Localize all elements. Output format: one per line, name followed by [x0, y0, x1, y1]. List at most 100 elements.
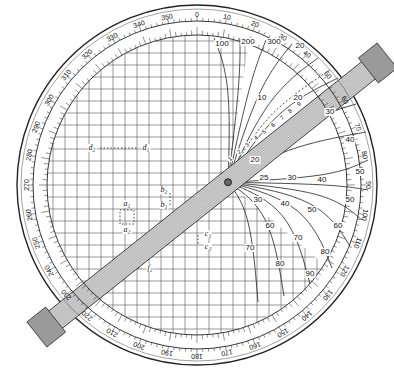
tick — [55, 272, 58, 274]
tick — [175, 32, 177, 36]
tick — [95, 300, 100, 306]
degree-number: 10 — [222, 12, 231, 20]
tick — [73, 273, 75, 275]
tick — [231, 345, 233, 348]
tick — [361, 179, 364, 180]
tick — [285, 306, 287, 308]
tick — [344, 112, 347, 113]
tick — [73, 95, 75, 97]
arm-hatching — [34, 51, 378, 325]
tick — [263, 320, 264, 323]
tick — [263, 47, 264, 50]
dotted-line — [100, 148, 137, 149]
tick — [156, 344, 158, 347]
tick — [134, 337, 135, 340]
degree-number: 280 — [24, 149, 33, 162]
tick — [242, 24, 244, 27]
tick — [342, 262, 345, 263]
tick — [258, 45, 259, 48]
tick — [276, 54, 278, 58]
scale-number: 8 — [286, 107, 294, 115]
scale-number: 1 — [226, 155, 234, 163]
tick — [119, 38, 120, 41]
tick — [208, 349, 209, 352]
degree-number: 260 — [24, 208, 33, 221]
tick — [145, 26, 147, 29]
tick — [47, 257, 50, 258]
tick — [95, 64, 100, 70]
tick — [82, 285, 85, 288]
tick — [311, 65, 313, 67]
tick — [65, 82, 67, 84]
grid-line — [0, 53, 394, 54]
arm-hatching — [36, 53, 380, 327]
tick — [156, 23, 158, 26]
tick — [124, 35, 125, 38]
tick — [55, 97, 58, 99]
degree-number: 20 — [251, 20, 261, 29]
tick — [57, 246, 60, 247]
grid-letter: c₁ — [204, 230, 212, 238]
scale-number: 7 — [278, 114, 286, 122]
degree-number: 320 — [80, 48, 93, 61]
tick — [70, 99, 72, 101]
grid-letter: d₁ — [142, 144, 151, 152]
curve-value: 40 — [280, 200, 291, 208]
degree-number: 130 — [322, 288, 335, 301]
tick — [91, 293, 93, 295]
tick — [343, 147, 346, 149]
tick — [111, 309, 113, 311]
tick — [43, 179, 47, 180]
curve-value: 30 — [325, 108, 336, 116]
tick — [243, 328, 244, 332]
tick — [330, 281, 332, 283]
tick — [326, 82, 328, 84]
tick — [272, 315, 276, 322]
tick — [330, 87, 332, 89]
tick — [43, 190, 47, 191]
degree-number: 240 — [43, 264, 55, 278]
curve-value: 90 — [305, 270, 316, 278]
tick — [238, 329, 240, 332]
tick — [332, 118, 335, 119]
curve-value: 25 — [259, 174, 270, 182]
degree-number: 80 — [361, 151, 369, 160]
tick — [315, 299, 317, 301]
tick — [242, 343, 244, 346]
tick — [319, 73, 321, 75]
degree-number: 70 — [353, 122, 362, 132]
tick — [30, 190, 33, 191]
tick — [94, 53, 96, 55]
dotted-box — [120, 210, 134, 224]
tick — [154, 329, 156, 332]
degree-number: 340 — [132, 19, 145, 30]
grid-line — [0, 65, 394, 66]
tick — [102, 63, 105, 67]
tick — [94, 314, 96, 316]
tick — [41, 158, 49, 159]
curve-value: 20 — [295, 42, 306, 50]
tick — [289, 63, 292, 67]
degree-number: 160 — [249, 340, 262, 351]
grid-letter: d₂ — [88, 144, 97, 152]
tick — [149, 328, 150, 332]
tick — [289, 303, 292, 307]
grid-letter: f₂ — [146, 264, 153, 272]
tick — [76, 83, 82, 88]
tick — [214, 348, 215, 351]
degree-number: 60 — [340, 94, 350, 104]
tick — [38, 235, 41, 237]
tick — [61, 112, 65, 114]
tick — [54, 127, 58, 129]
grid-line — [0, 257, 394, 258]
tick — [360, 202, 363, 203]
grid-line — [0, 269, 394, 270]
tick — [65, 286, 67, 288]
tick — [145, 341, 147, 344]
tick — [353, 235, 356, 237]
tick — [150, 24, 152, 27]
tick — [185, 18, 186, 21]
tick — [202, 349, 203, 352]
tick — [49, 147, 52, 149]
grid-line — [0, 77, 394, 78]
